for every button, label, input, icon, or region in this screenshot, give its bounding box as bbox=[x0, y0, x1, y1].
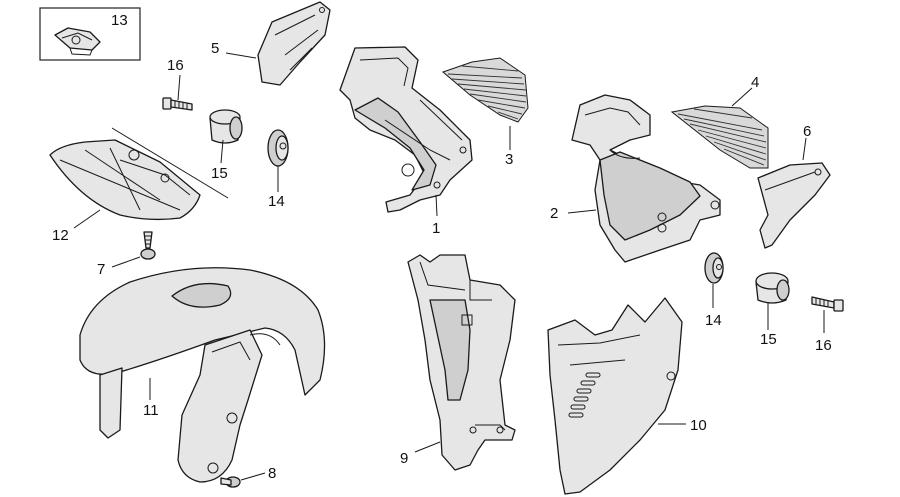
part-7-screw bbox=[140, 231, 156, 260]
callout-14-left: 14 bbox=[268, 193, 285, 210]
callout-3: 3 bbox=[505, 151, 513, 168]
part-11-front-mudguard bbox=[79, 267, 326, 483]
part-13-box bbox=[39, 7, 141, 61]
part-2-side-fairing bbox=[571, 94, 721, 263]
leader-12 bbox=[73, 209, 101, 229]
callout-labels: 13 5 16 15 14 12 7 11 8 1 3 4 2 6 14 15 … bbox=[52, 12, 832, 482]
leader-4 bbox=[731, 87, 753, 107]
leader-15a bbox=[220, 139, 224, 164]
callout-16-left: 16 bbox=[167, 57, 184, 74]
callout-1: 1 bbox=[432, 220, 440, 237]
part-15-spacer-right bbox=[755, 272, 790, 304]
leader-lines bbox=[73, 52, 825, 481]
part-14-grommet-right bbox=[704, 252, 724, 284]
part-1-fairing-bracket bbox=[339, 46, 473, 213]
callout-5: 5 bbox=[211, 40, 219, 57]
callout-13: 13 bbox=[111, 12, 128, 29]
part-13-clip-nut bbox=[39, 7, 141, 61]
part-5-upper-cover bbox=[257, 1, 331, 86]
part-12-disc-cover bbox=[49, 127, 229, 221]
part-15-spacer-left bbox=[209, 109, 243, 144]
leader-9 bbox=[414, 441, 441, 453]
callout-9: 9 bbox=[400, 450, 408, 467]
part-10-belly-pan bbox=[547, 297, 683, 495]
part-9-inner-fairing bbox=[407, 254, 516, 471]
part-6-side-cover bbox=[757, 162, 831, 249]
leader-5 bbox=[225, 52, 257, 59]
callout-6: 6 bbox=[803, 123, 811, 140]
callout-15-left: 15 bbox=[211, 165, 228, 182]
callout-7: 7 bbox=[97, 261, 105, 278]
part-3-mesh-grille bbox=[442, 57, 529, 123]
callout-8: 8 bbox=[268, 465, 276, 482]
leader-2 bbox=[567, 209, 597, 214]
callout-12: 12 bbox=[52, 227, 69, 244]
leader-6 bbox=[802, 137, 807, 161]
part-16-bolt-left bbox=[162, 97, 193, 111]
callout-14-right: 14 bbox=[705, 312, 722, 329]
part-16-bolt-right bbox=[811, 296, 844, 312]
callout-16-right: 16 bbox=[815, 337, 832, 354]
callout-2: 2 bbox=[550, 205, 558, 222]
part-4-mesh-grille bbox=[670, 105, 769, 169]
part-8-screw bbox=[220, 476, 241, 488]
callout-11: 11 bbox=[143, 402, 159, 419]
leader-1 bbox=[435, 194, 438, 217]
leader-8 bbox=[240, 472, 266, 481]
callout-4: 4 bbox=[751, 74, 759, 91]
leader-16a bbox=[177, 74, 181, 101]
leader-7 bbox=[111, 256, 141, 268]
callout-10: 10 bbox=[690, 417, 707, 434]
callout-15-right: 15 bbox=[760, 331, 777, 348]
part-14-grommet-left bbox=[267, 129, 289, 167]
